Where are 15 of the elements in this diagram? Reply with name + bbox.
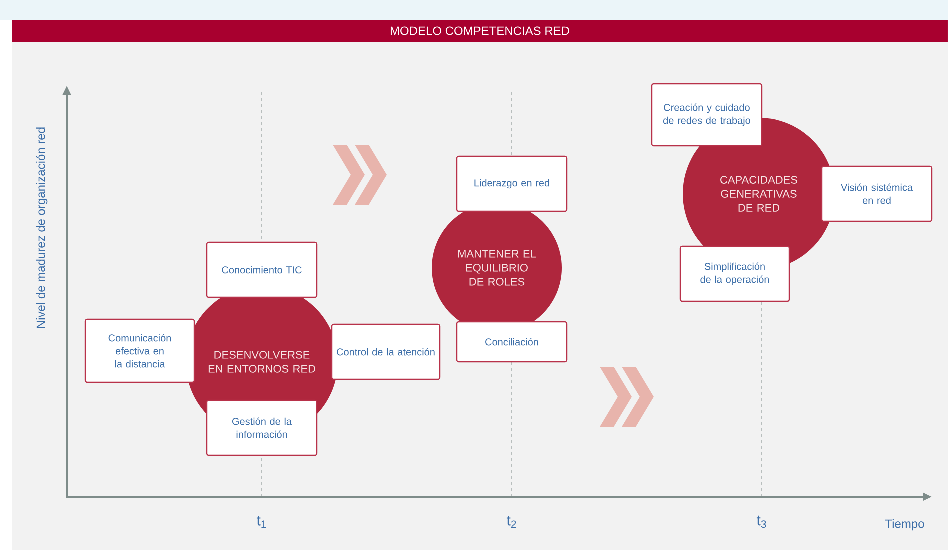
competency-box: Simplificación de la operación [680, 246, 790, 302]
competency-box: Visión sistémica en red [821, 166, 933, 222]
axis-label: Nivel de madurez de organización red [36, 128, 48, 328]
competency-box: Comunicación efectiva en la distancia [84, 318, 196, 384]
competency-box: Conocimiento TIC [206, 242, 318, 298]
competency-box: Gestión de la información [206, 400, 318, 456]
tick-label: t$_{3}$ [756, 516, 766, 528]
axis-label: Tiempo [885, 519, 924, 531]
tick-label: t$_{1}$ [256, 516, 266, 528]
tick-label: t$_{2}$ [506, 516, 516, 528]
competency-box: Liderazgo en red [456, 156, 568, 212]
competency-box: Creación y cuidado de redes de trabajo [651, 83, 763, 147]
competency-box: Control de la atención [331, 324, 441, 380]
competency-box: Conciliación [456, 321, 568, 363]
title-banner: MODELO COMPETENCIAS RED [12, 20, 948, 42]
